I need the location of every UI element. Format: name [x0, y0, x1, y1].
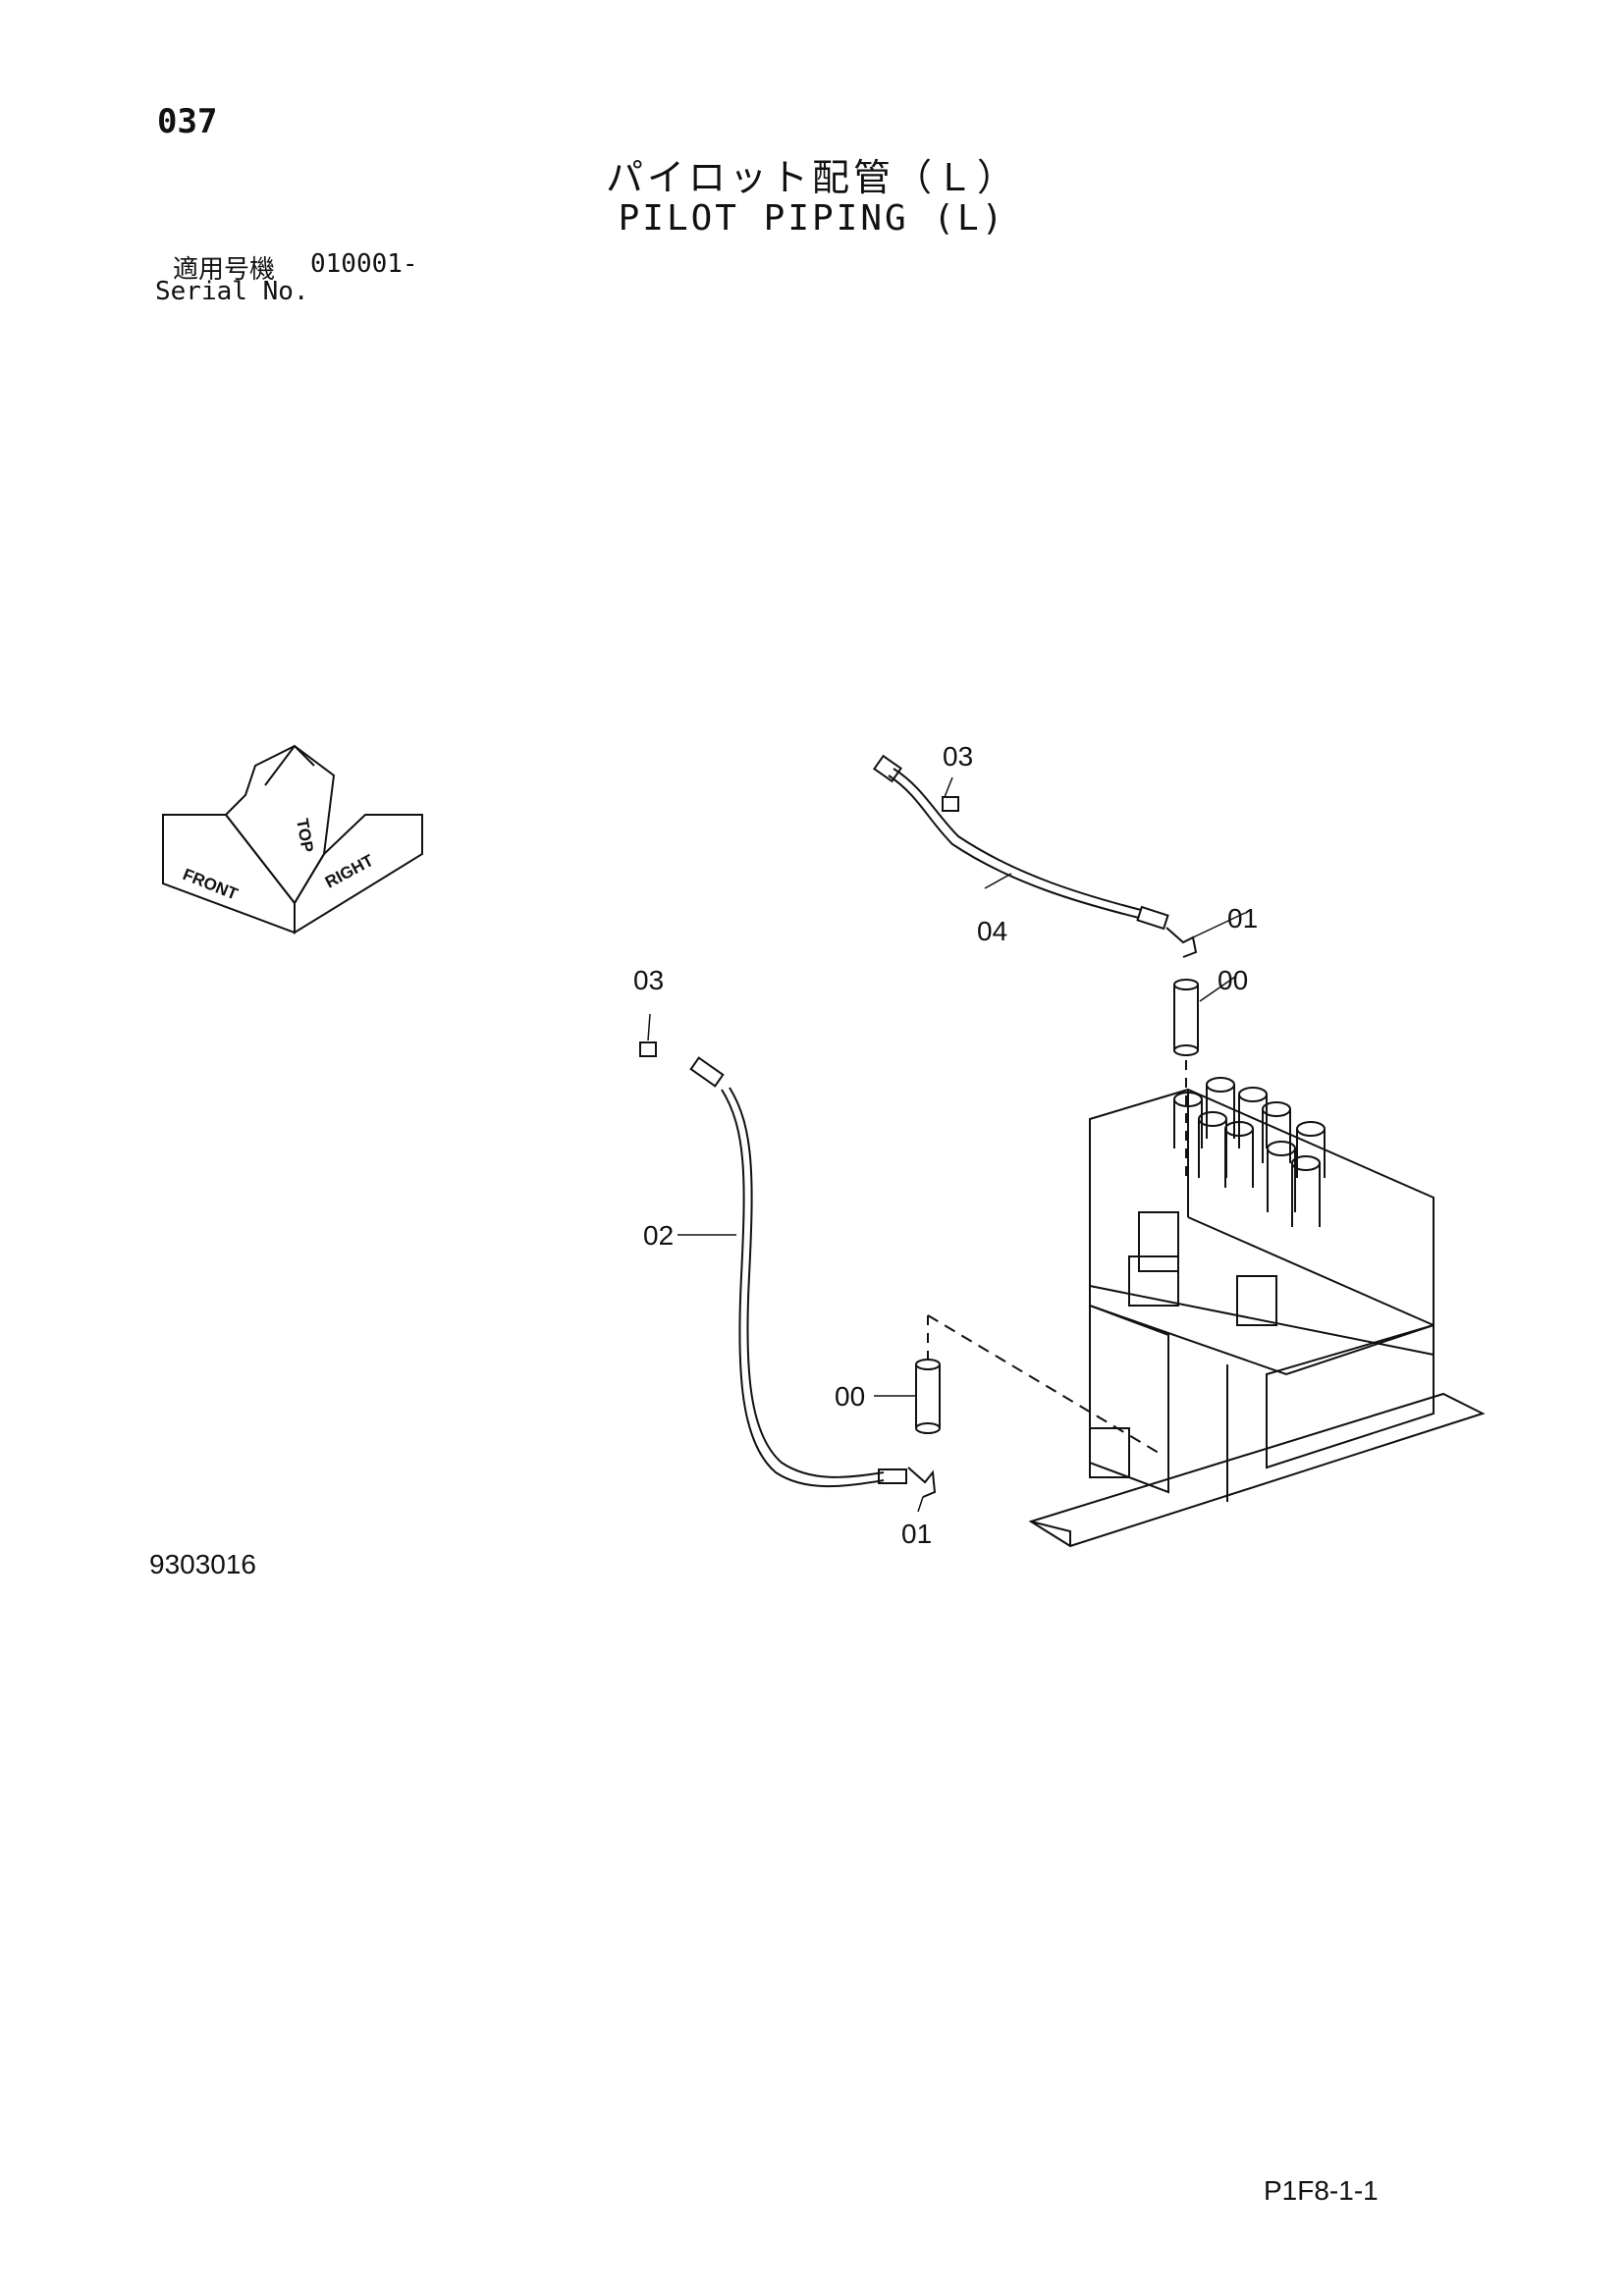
callout-04: 04	[977, 916, 1007, 946]
hose-04	[873, 754, 1169, 931]
page-title-japanese: パイロット配管（Ｌ）	[605, 156, 1018, 199]
page-reference: P1F8-1-1	[1264, 2175, 1379, 2206]
serial-label: Serial No.	[155, 277, 309, 306]
control-valve-assembly	[1028, 1077, 1486, 1548]
callout-01-upper: 01	[1227, 903, 1258, 934]
callout-01-lower: 01	[901, 1519, 932, 1549]
cap-03-upper	[942, 796, 959, 812]
leader-lines	[647, 776, 1246, 1513]
callout-03-upper: 03	[943, 741, 973, 772]
elbow-01-upper	[1165, 927, 1198, 958]
filter-00-lower	[915, 1314, 1160, 1454]
orientation-indicator: FRONT TOP RIGHT	[162, 744, 423, 934]
hose-02	[689, 1056, 907, 1488]
orientation-top-label: TOP	[293, 817, 317, 853]
callout-00-lower: 00	[835, 1381, 865, 1412]
callout-02: 02	[643, 1220, 674, 1251]
orientation-front-label: FRONT	[181, 865, 242, 904]
elbow-01-lower	[907, 1467, 937, 1498]
page-title: PILOT PIPING (L)	[618, 198, 1006, 239]
valve-spools	[1173, 1077, 1326, 1227]
drawing-number: 9303016	[149, 1549, 257, 1579]
serial-label-japanese: 適用号機	[173, 255, 276, 285]
cap-03-left	[639, 1041, 657, 1057]
filter-00-upper	[1173, 979, 1199, 1178]
callout-00-upper: 00	[1218, 965, 1248, 995]
callout-03-left: 03	[633, 965, 664, 995]
page-number: 037	[157, 102, 218, 141]
serial-number-range: 010001-	[310, 249, 418, 279]
